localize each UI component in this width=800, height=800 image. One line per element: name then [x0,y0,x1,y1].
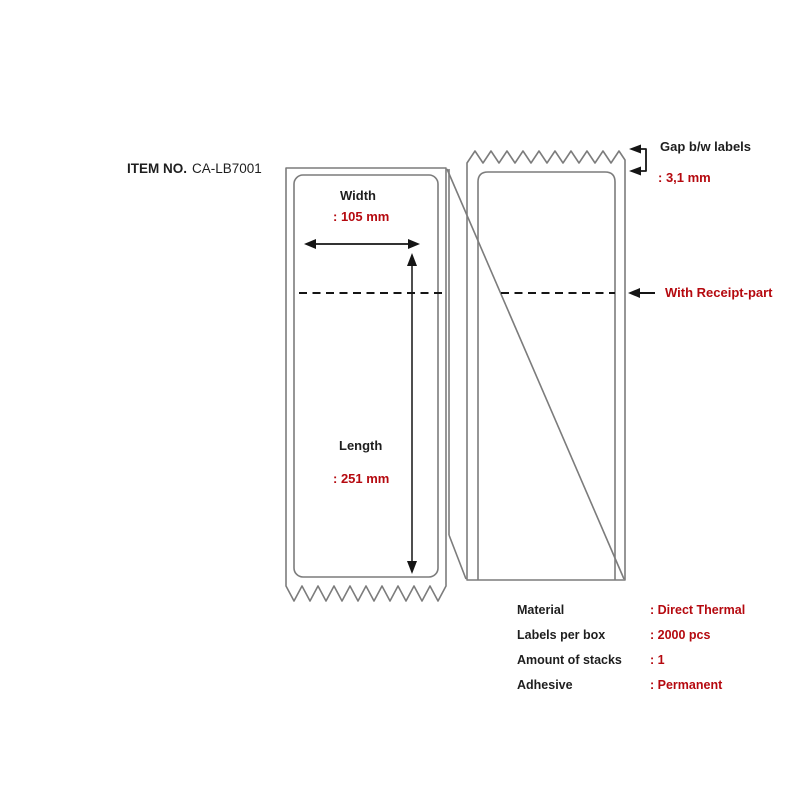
width-value: : 105 mm [333,209,390,224]
spec-value: : 1 [650,653,665,667]
gap-bracket-arrows [629,144,647,176]
spec-value: : 2000 pcs [650,628,711,642]
spec-label: Labels per box [517,628,606,642]
gap-value: : 3,1 mm [658,170,711,185]
spec-row-adhesive: Adhesive : Permanent [517,678,787,703]
spec-row-material: Material : Direct Thermal [517,603,787,628]
spec-value: : Permanent [650,678,723,692]
length-value: : 251 mm [333,471,390,486]
spec-row-labels-per-box: Labels per box : 2000 pcs [517,628,787,653]
spec-label: Material [517,603,565,617]
length-label: Length [339,438,383,453]
web-fold-short-diagonal [448,534,467,580]
item-number-label: ITEM NO. [127,161,187,176]
length-dimension-arrow [407,253,417,574]
spec-label: Adhesive [517,678,573,692]
left-sticker-outline [293,174,439,578]
left-stack-outline [285,167,447,602]
width-dimension-arrow [304,239,420,249]
item-number: ITEM NO. CA-LB7001 [127,161,262,177]
spec-label: Amount of stacks [517,653,622,667]
receipt-part-label: With Receipt-part [665,285,773,300]
width-label: Width [340,188,376,203]
spec-row-amount-of-stacks: Amount of stacks : 1 [517,653,787,678]
item-number-value: CA-LB7001 [192,161,262,176]
receipt-pointer-arrow [628,288,655,298]
right-sticker-outline [477,171,616,580]
gap-label: Gap b/w labels [660,139,752,154]
right-stack-outline [466,150,626,581]
spec-value: : Direct Thermal [650,603,746,617]
web-fold-long-diagonal [446,168,625,580]
